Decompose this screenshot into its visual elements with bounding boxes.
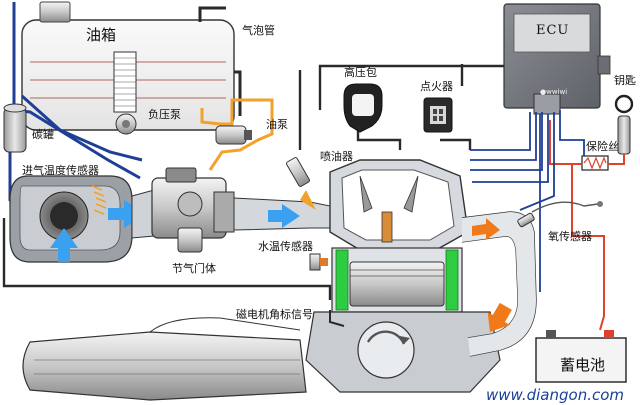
airflow-arrow-right-2 <box>268 204 300 228</box>
exhaust-pipe <box>461 211 537 357</box>
throttle-body-label: 节气门体 <box>172 261 216 275</box>
water-temp-sensor: 水温传感器 <box>258 240 328 271</box>
airflow-arrow-up <box>50 228 78 262</box>
fuel-spray <box>300 190 316 210</box>
fuel-pump-label: 油泵 <box>266 117 288 131</box>
exhaust-flow-arrow-1 <box>472 218 500 240</box>
key-label: 钥匙 <box>614 73 636 87</box>
oxygen-sensor: 氧传感器 <box>517 201 603 243</box>
ignition-coil: 高压包 <box>343 65 383 133</box>
injector-label: 喷油器 <box>320 149 353 163</box>
intake-temp-sensor-element <box>91 185 107 215</box>
igniter: 点火器 <box>420 80 453 133</box>
battery: 蓄电池 <box>535 330 627 383</box>
magneto-flywheel <box>357 321 415 379</box>
injector: 喷油器 <box>286 149 353 210</box>
negative-pressure-pump: 负压泵 <box>115 107 181 135</box>
cylinder-wall-left <box>335 249 349 311</box>
air-filter <box>9 175 133 263</box>
exhaust-flow-arrow-2 <box>487 302 512 332</box>
intake-temp-sensor-label: 进气温度传感器 <box>22 163 99 177</box>
fuel-tank: 油箱 <box>21 1 235 131</box>
throttle-body: 节气门体 <box>151 167 235 275</box>
bubble-tube-label: 气泡管 <box>242 23 275 37</box>
fuse: 保险丝 <box>581 139 619 171</box>
ecu-label: ECU <box>536 23 569 38</box>
fuel-pump: 油泵 <box>215 117 288 145</box>
neg-pressure-pump-label: 负压泵 <box>148 107 181 121</box>
water-temp-sensor-label: 水温传感器 <box>258 240 313 253</box>
key-switch: 钥匙 <box>614 73 636 155</box>
power-wire <box>571 154 625 331</box>
ecu-unit: ECU ●wwiwi <box>503 3 611 115</box>
igniter-label: 点火器 <box>420 80 453 93</box>
airflow-arrow-right-1 <box>108 200 146 228</box>
spark-plug <box>381 211 393 243</box>
svg-text:●wwiwi: ●wwiwi <box>540 88 567 96</box>
ecu-harness <box>470 110 585 292</box>
magneto-signal-label: 磁电机角标信号 <box>236 307 313 321</box>
bubble-tube <box>198 6 226 22</box>
engine <box>305 159 501 393</box>
cylinder-wall-right <box>445 249 459 311</box>
canister: 碳罐 <box>3 103 54 153</box>
fuse-label: 保险丝 <box>586 139 619 153</box>
fuel-tank-label: 油箱 <box>86 26 116 44</box>
ignition-coil-label: 高压包 <box>344 65 377 79</box>
watermark: www.diangon.com <box>486 386 624 404</box>
battery-label: 蓄电池 <box>560 356 605 374</box>
main-harness <box>2 64 504 300</box>
muffler <box>22 317 307 401</box>
canister-label: 碳罐 <box>32 127 54 141</box>
oxygen-sensor-label: 氧传感器 <box>548 229 592 243</box>
piston <box>349 261 445 307</box>
fuel-line <box>200 98 274 171</box>
